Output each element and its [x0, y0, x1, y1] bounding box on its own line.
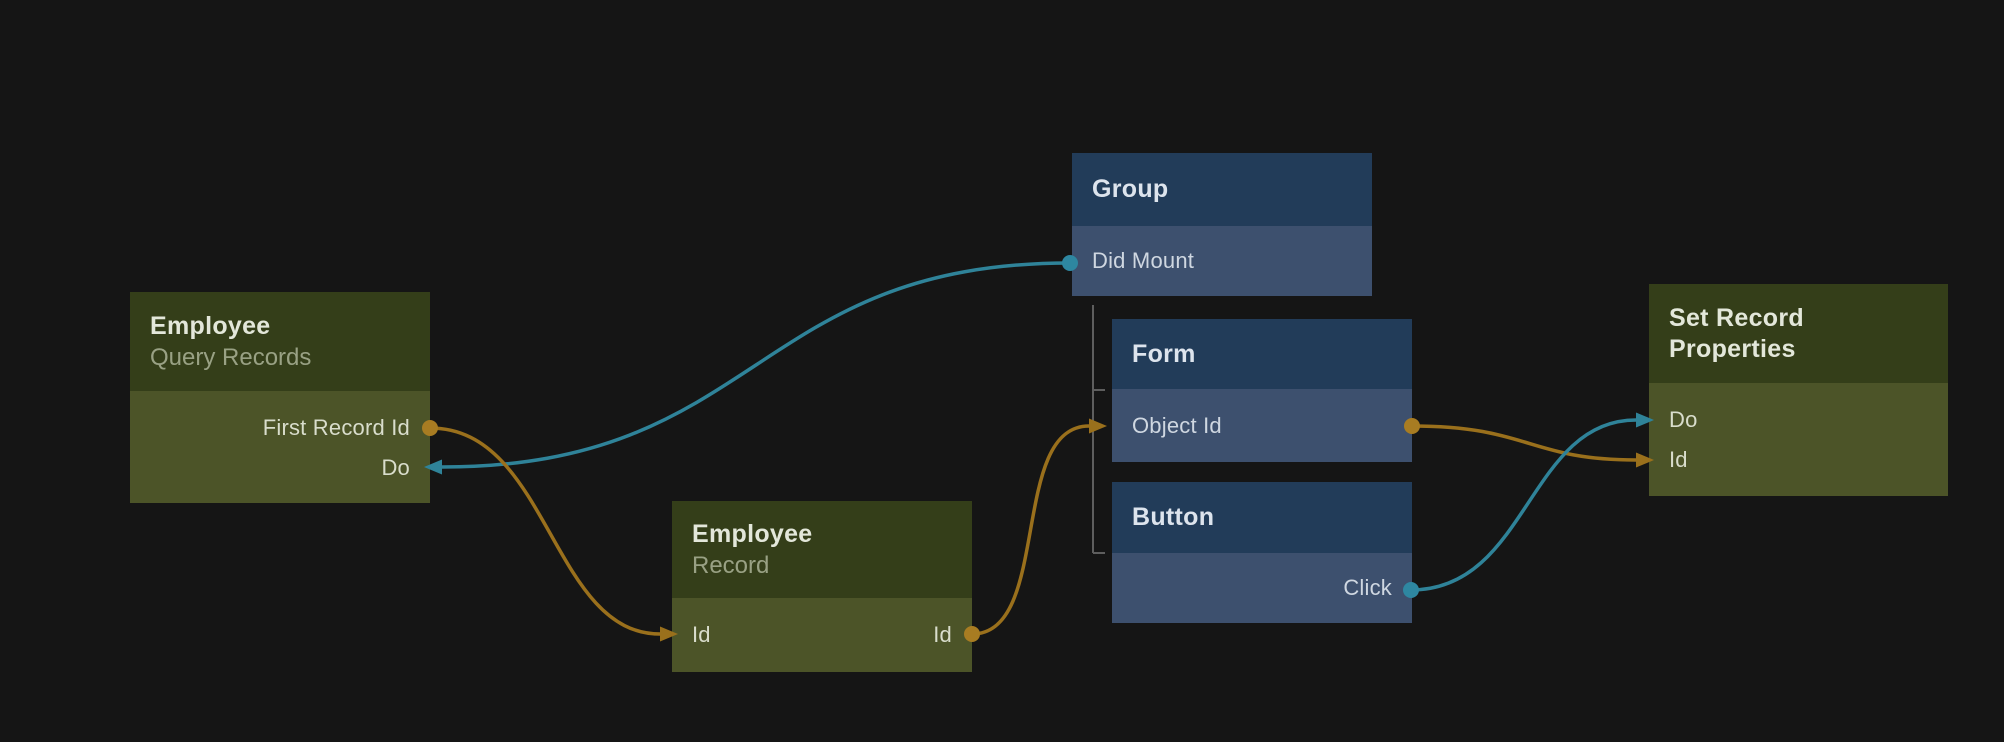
node-employee-record[interactable]: Employee Record Id Id	[672, 501, 972, 672]
port-row-first-record-id[interactable]: First Record Id	[130, 408, 430, 448]
node-port-list: Do Id	[1649, 383, 1948, 496]
node-subtitle: Record	[692, 551, 770, 579]
edge-employeerecord-id-to-form-objectid[interactable]	[970, 424, 1091, 636]
node-title: Group	[1092, 175, 1169, 203]
node-header[interactable]: Group	[1072, 153, 1372, 226]
port-row-object-id[interactable]: Object Id	[1112, 389, 1412, 462]
node-port-list: Object Id	[1112, 389, 1412, 462]
port-row-did-mount[interactable]: Did Mount	[1072, 226, 1372, 296]
node-header[interactable]: Set Record Properties	[1649, 284, 1948, 383]
port-label-input-id: Id	[692, 622, 711, 647]
port-label: First Record Id	[262, 415, 410, 440]
node-port-list: Did Mount	[1072, 226, 1372, 296]
group-children-connector-line	[1092, 305, 1105, 554]
edge-group-didmount-to-employeequery-do[interactable]	[440, 261, 1072, 469]
node-title: Form	[1132, 339, 1196, 368]
node-employee-query-records[interactable]: Employee Query Records First Record Id D…	[130, 292, 430, 503]
port-label: Do	[1669, 407, 1698, 432]
node-port-list: Click	[1112, 553, 1412, 623]
arrowhead-form-objectid	[1089, 418, 1107, 434]
node-title: Set Record Properties	[1669, 303, 1804, 363]
port-label: Click	[1343, 575, 1392, 600]
node-port-list: Id Id	[672, 598, 972, 672]
port-row-id[interactable]: Id	[1649, 440, 1948, 480]
node-set-record-properties[interactable]: Set Record Properties Do Id	[1649, 284, 1948, 496]
node-form[interactable]: Form Object Id	[1112, 319, 1412, 462]
node-header[interactable]: Employee Record	[672, 501, 972, 598]
port-row-id[interactable]: Id Id	[672, 598, 972, 672]
node-group[interactable]: Group Did Mount	[1072, 153, 1372, 296]
port-row-click[interactable]: Click	[1112, 553, 1412, 623]
node-header[interactable]: Form	[1112, 319, 1412, 389]
port-label: Id	[1669, 447, 1688, 472]
port-label: Do	[381, 454, 410, 480]
port-label: Did Mount	[1092, 248, 1195, 273]
port-label: Object Id	[1132, 412, 1222, 438]
port-label-output-id: Id	[933, 622, 952, 647]
node-subtitle: Query Records	[150, 343, 312, 371]
node-header[interactable]: Button	[1112, 482, 1412, 553]
node-title: Employee	[150, 311, 271, 340]
port-row-do[interactable]: Do	[130, 448, 430, 487]
port-row-do[interactable]: Do	[1649, 400, 1948, 440]
node-title: Button	[1132, 503, 1215, 531]
node-button[interactable]: Button Click	[1112, 482, 1412, 623]
edge-firstrecordid-to-employeerecord-id[interactable]	[428, 426, 662, 636]
node-title: Employee	[692, 519, 813, 548]
node-port-list: First Record Id Do	[130, 391, 430, 503]
edge-button-click-to-setrecord-do[interactable]	[1409, 418, 1638, 592]
node-header[interactable]: Employee Query Records	[130, 292, 430, 391]
edge-form-objectid-to-setrecord-id[interactable]	[1410, 424, 1638, 462]
